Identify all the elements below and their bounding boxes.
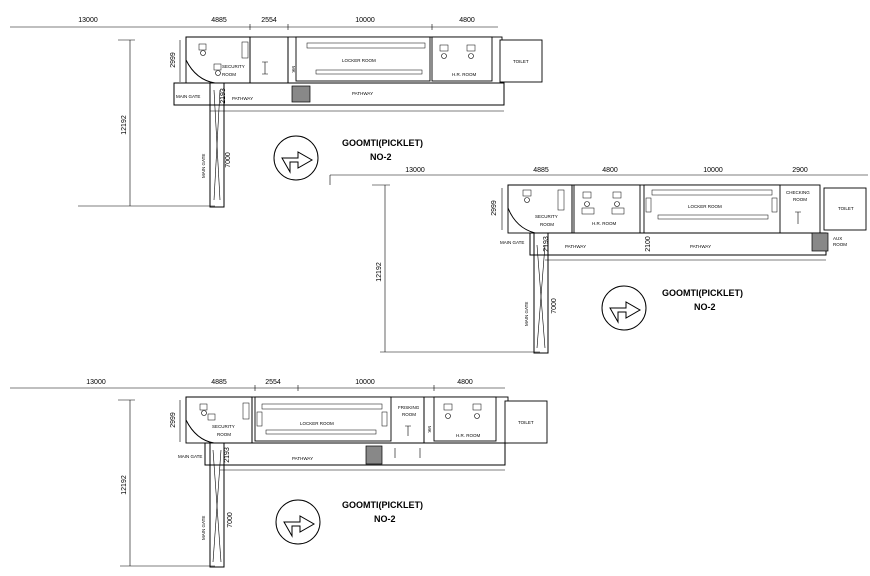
- dim-4885: 4885: [211, 17, 227, 24]
- dim-13000: 13000: [78, 17, 98, 24]
- locker-room-label: LOCKER ROOM: [300, 421, 334, 426]
- dim-2100: 2100: [645, 236, 652, 252]
- plan-subtitle: NO-2: [694, 302, 716, 312]
- dim-13000: 13000: [86, 379, 106, 386]
- main-gate-label: MAIN GATE: [500, 240, 524, 245]
- dim-2554: 2554: [261, 17, 277, 24]
- plan-title: GOOMTI(PICKLET): [662, 288, 743, 298]
- security-room-label: SECURITY: [222, 64, 245, 69]
- hr-room-label: H.R. ROOM: [592, 221, 617, 226]
- plan-subtitle: NO-2: [370, 152, 392, 162]
- dim-2554: 2554: [265, 379, 281, 386]
- dim-4885: 4885: [211, 379, 227, 386]
- dim-4800: 4800: [457, 379, 473, 386]
- dim-13000: 13000: [405, 167, 425, 174]
- main-gate-label: MAIN GATE: [178, 454, 202, 459]
- plan-title: GOOMTI(PICKLET): [342, 500, 423, 510]
- security-room-label: SECURITY: [212, 424, 235, 429]
- security-room-label: SECURITY: [535, 214, 558, 219]
- frisking-room-label-2: ROOM: [402, 412, 416, 417]
- dim-4885: 4885: [533, 167, 549, 174]
- hatched-block: [291, 85, 311, 103]
- security-room-label-2: ROOM: [217, 432, 231, 437]
- north-arrow-icon: [275, 499, 321, 545]
- checking-room-label: CHECKING: [786, 190, 810, 195]
- dim-2193: 2193: [543, 236, 550, 252]
- dim-4800: 4800: [602, 167, 618, 174]
- locker-room-label: LOCKER ROOM: [688, 204, 722, 209]
- dim-2193: 2193: [224, 447, 231, 463]
- dim-7000: 7000: [227, 512, 234, 528]
- dim-12192: 12192: [376, 262, 383, 282]
- pathway-label-b: PATHWAY: [352, 91, 373, 96]
- frisking-room-label: FRISKING: [398, 405, 420, 410]
- security-room-label-2: ROOM: [540, 222, 554, 227]
- aux-room-label: AUX: [833, 236, 842, 241]
- hatched-block: [811, 232, 829, 252]
- plan-title: GOOMTI(PICKLET): [342, 138, 423, 148]
- dim-10000: 10000: [355, 17, 375, 24]
- aux-room-label-2: ROOM: [833, 242, 847, 247]
- pathway-label-b: PATHWAY: [690, 244, 711, 249]
- plan-1: 13000 4885 2554 10000 4800 12192 2999 SE…: [10, 17, 543, 208]
- hr-room-label: H.R. ROOM: [456, 433, 481, 438]
- mk-label: MK: [427, 426, 432, 433]
- main-gate-vertical-label: MAIN GATE: [201, 516, 206, 540]
- pathway-label-a: PATHWAY: [565, 244, 586, 249]
- pathway-label-a: PATHWAY: [232, 96, 253, 101]
- dim-7000: 7000: [551, 298, 558, 314]
- north-arrow-icon: [273, 135, 319, 181]
- security-room-label-2: ROOM: [222, 72, 236, 77]
- hatched-block: [365, 445, 383, 465]
- mk-label: MK: [291, 66, 296, 73]
- north-arrow-icon: [601, 285, 647, 331]
- dim-2999: 2999: [170, 412, 177, 428]
- dim-7000: 7000: [225, 152, 232, 168]
- checking-room-label-2: ROOM: [793, 197, 807, 202]
- toilet-label: TOILET: [838, 206, 854, 211]
- plan-3: 13000 4885 2554 10000 4800 12192 2999 SE…: [10, 379, 548, 568]
- dim-10000: 10000: [703, 167, 723, 174]
- dim-2900: 2900: [792, 167, 808, 174]
- hr-room-label: H.R. ROOM: [452, 72, 477, 77]
- plan-subtitle: NO-2: [374, 514, 396, 524]
- dim-10000: 10000: [355, 379, 375, 386]
- locker-room-label: LOCKER ROOM: [342, 58, 376, 63]
- pathway-label-a: PATHWAY: [292, 456, 313, 461]
- plan-2: 13000 4885 4800 10000 2900 12192 2999 SE…: [329, 167, 868, 354]
- dim-12192: 12192: [121, 115, 128, 135]
- toilet-label: TOILET: [513, 59, 529, 64]
- dim-2999: 2999: [170, 52, 177, 68]
- dim-12192: 12192: [121, 475, 128, 495]
- dim-4800: 4800: [459, 17, 475, 24]
- main-gate-vertical-label: MAIN GATE: [201, 154, 206, 178]
- main-gate-vertical-label: MAIN GATE: [524, 302, 529, 326]
- dim-2999: 2999: [491, 200, 498, 216]
- main-gate-label: MAIN GATE: [176, 94, 200, 99]
- lockers-row: [306, 42, 426, 49]
- toilet-label: TOILET: [518, 420, 534, 425]
